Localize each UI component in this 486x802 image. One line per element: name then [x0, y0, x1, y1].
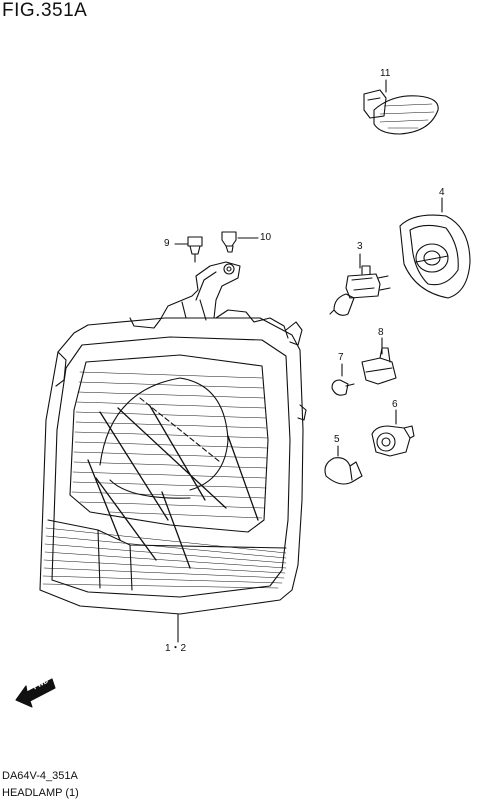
dust-cover-4 — [399, 197, 471, 299]
bulb-socket-8 — [361, 337, 397, 385]
clip-10 — [221, 231, 259, 253]
side-marker-lamp-11 — [363, 79, 439, 135]
headlight-bulb-3 — [329, 253, 391, 316]
callout-10: 10 — [260, 232, 272, 243]
callout-7: 7 — [338, 352, 344, 363]
callout-1-2: 1・2 — [165, 643, 187, 654]
figure-title: FIG.351A — [2, 0, 88, 21]
bulb-socket-6 — [371, 409, 415, 457]
callout-8: 8 — [378, 327, 384, 338]
callout-4: 4 — [439, 187, 445, 198]
screw-9 — [174, 236, 203, 263]
callout-5: 5 — [334, 434, 340, 445]
forward-direction-arrow — [15, 678, 56, 708]
diagram-name: HEADLAMP (1) — [2, 787, 79, 799]
callout-11: 11 — [380, 68, 391, 79]
turn-bulb-5 — [324, 445, 363, 485]
diagram-code: DA64V-4_351A — [2, 770, 78, 782]
callout-3: 3 — [357, 241, 363, 252]
headlamp-assembly — [39, 261, 307, 643]
side-bulb-7 — [331, 363, 355, 396]
callout-6: 6 — [392, 399, 398, 410]
callout-9: 9 — [164, 238, 170, 249]
